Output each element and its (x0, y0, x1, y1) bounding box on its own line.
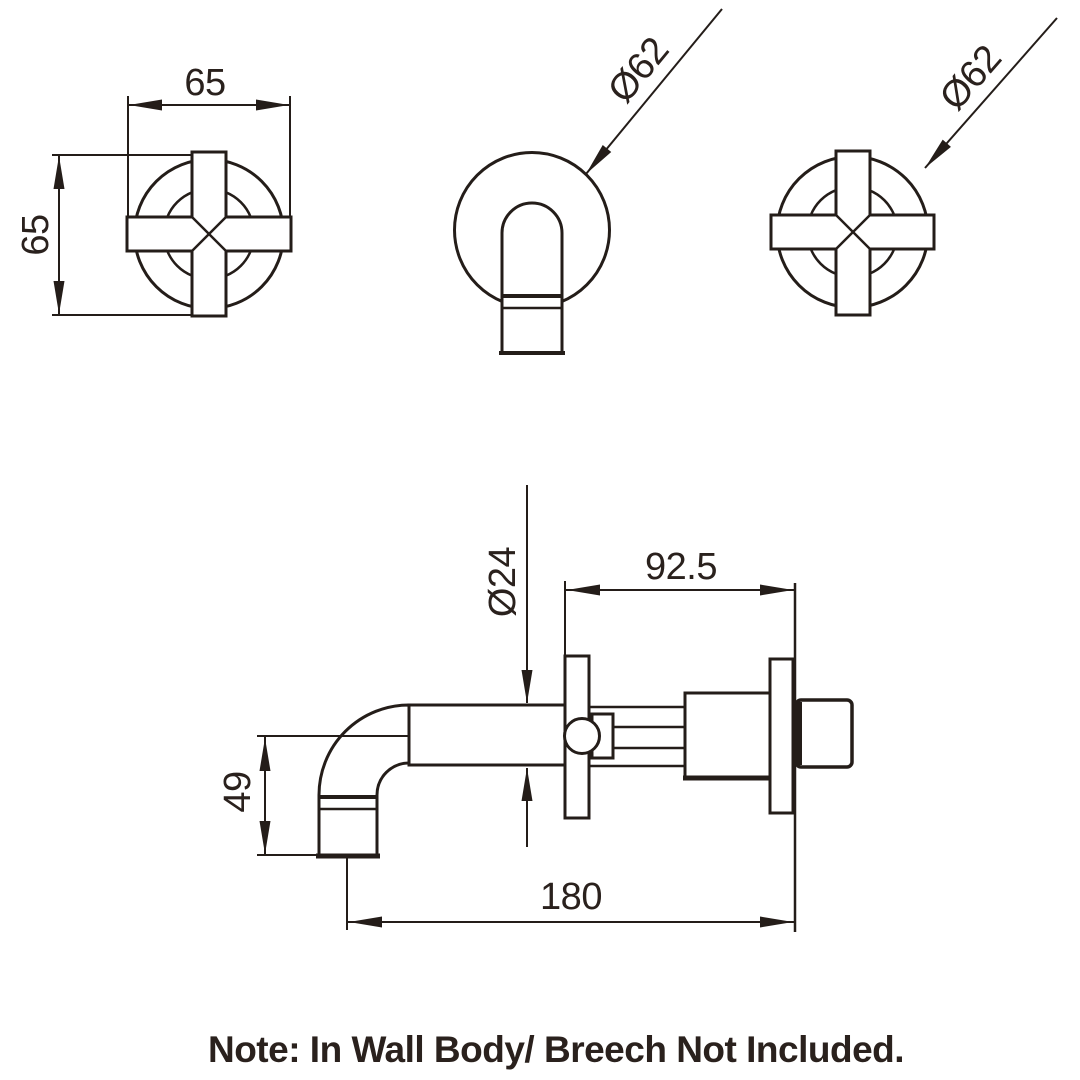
wall-flange (768, 657, 795, 815)
dim-spout-drop: 49 (217, 735, 409, 856)
arrowhead (567, 584, 600, 596)
arrowhead (53, 281, 65, 314)
arrowhead (259, 821, 271, 854)
arrowhead (256, 99, 289, 111)
handle-front-view-left (125, 150, 293, 318)
arrowhead (925, 139, 951, 168)
spout-reach-label: 180 (540, 876, 602, 918)
arrowhead (760, 916, 793, 928)
leader-handle-flange-diameter: Ø62 (924, 17, 1058, 169)
dim-spout-reach: 180 (346, 858, 794, 930)
leader-line (924, 17, 1058, 169)
dim-handle-height: 65 (15, 154, 192, 316)
spout-tube-diameter-label: Ø24 (482, 546, 524, 617)
handle-flange-diameter-label: Ø62 (932, 38, 1010, 119)
handle-front-view-right (769, 149, 936, 317)
leader-spout-flange-diameter: Ø62 (585, 8, 723, 175)
handle-hub-diagonal (835, 214, 871, 250)
handle-ball-joint (563, 717, 601, 755)
arrowhead (129, 99, 162, 111)
spout-drop-label: 49 (217, 771, 259, 812)
spout-elbow (317, 703, 411, 858)
arrowhead (521, 670, 533, 703)
dim-body-projection: 92.5 (564, 546, 794, 656)
connector-seal-band (796, 702, 802, 765)
in-wall-connector (794, 698, 854, 769)
note-text: Note: In Wall Body/ Breech Not Included. (208, 1029, 904, 1070)
arrowhead (521, 768, 533, 801)
spout-flange-diameter-label: Ø62 (600, 30, 677, 111)
dim-spout-tube-diameter: Ø24 (482, 485, 533, 847)
arrowhead (349, 916, 382, 928)
dim-handle-height-label: 65 (15, 214, 57, 255)
arrowhead (760, 584, 793, 596)
arrowhead (259, 738, 271, 771)
dim-handle-width: 65 (127, 62, 291, 216)
handle-hub-diagonal (191, 216, 227, 252)
valve-body (683, 691, 772, 780)
faucet-side-view (316, 583, 854, 932)
leader-line (585, 8, 723, 175)
spout-front-view (453, 151, 611, 355)
arrowhead (586, 145, 612, 174)
body-projection-label: 92.5 (645, 546, 717, 588)
dim-handle-width-label: 65 (184, 62, 225, 104)
arrowhead (53, 156, 65, 189)
spout-tube-front (500, 201, 564, 355)
spout-tube-side (407, 703, 567, 767)
